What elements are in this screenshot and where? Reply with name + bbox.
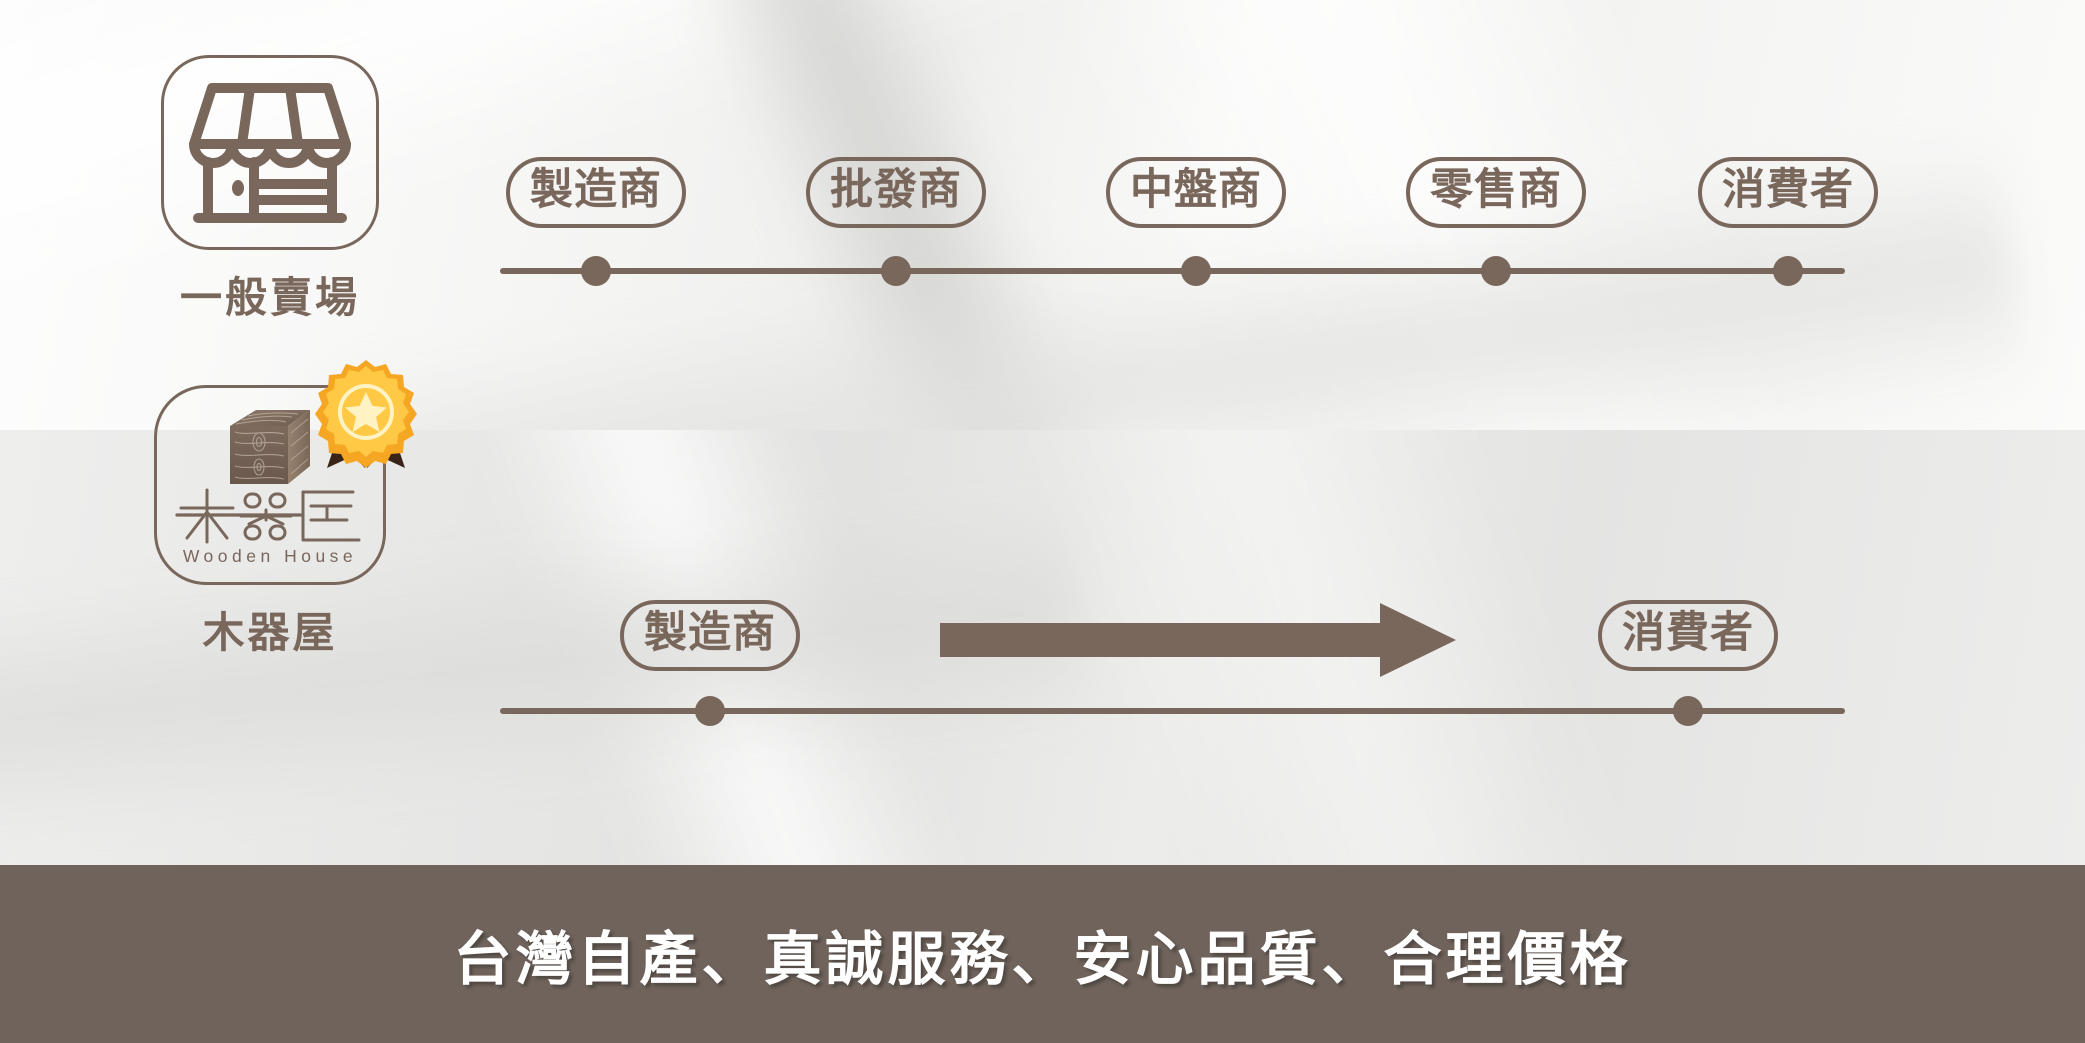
- flow-node: [1481, 256, 1511, 286]
- logo-rounded-frame: [161, 55, 379, 250]
- flow-node: [1773, 256, 1803, 286]
- general-market-flow-line: [500, 256, 1845, 286]
- star-icon: [345, 392, 387, 432]
- flow-node: [1673, 696, 1703, 726]
- chip-step-consumer-direct[interactable]: 消費者: [1598, 600, 1778, 672]
- brand-wordmark-en: Wooden House: [182, 546, 358, 566]
- chip-step-manufacturer-direct[interactable]: 製造商: [620, 600, 800, 672]
- wooden-house-caption: 木器屋: [202, 608, 338, 657]
- flow-node: [581, 256, 611, 286]
- flow-node: [881, 256, 911, 286]
- chip-step-consumer[interactable]: 消費者: [1698, 157, 1878, 229]
- slogan-text: 台灣自產、真誠服務、安心品質、合理價格: [453, 925, 1632, 993]
- general-market-caption: 一般賣場: [179, 273, 360, 322]
- door-knob-icon: [232, 179, 244, 196]
- chip-step-manufacturer[interactable]: 製造商: [506, 157, 686, 229]
- wood-block-icon: [230, 410, 310, 484]
- brand-wordmark-cn: [175, 488, 361, 544]
- chip-step-retailer[interactable]: 零售商: [1406, 157, 1586, 229]
- chip-step-distributor[interactable]: 中盤商: [1106, 157, 1286, 229]
- storefront-icon: [189, 82, 351, 223]
- award-ribbon-badge: [315, 360, 417, 468]
- wooden-house-flow-line: [500, 696, 1845, 726]
- flow-node: [1181, 256, 1211, 286]
- chip-step-wholesaler[interactable]: 批發商: [806, 157, 986, 229]
- slogan-banner: 台灣自產、真誠服務、安心品質、合理價格: [0, 865, 2085, 1043]
- flow-node: [695, 696, 725, 726]
- direct-flow-arrow: [940, 603, 1456, 677]
- logo-rounded-frame: Wooden House: [154, 360, 417, 585]
- wooden-house-logo-block: Wooden House 木器屋: [120, 360, 420, 660]
- general-market-logo-block: 一般賣場: [120, 55, 420, 325]
- badge-ring: [338, 384, 394, 440]
